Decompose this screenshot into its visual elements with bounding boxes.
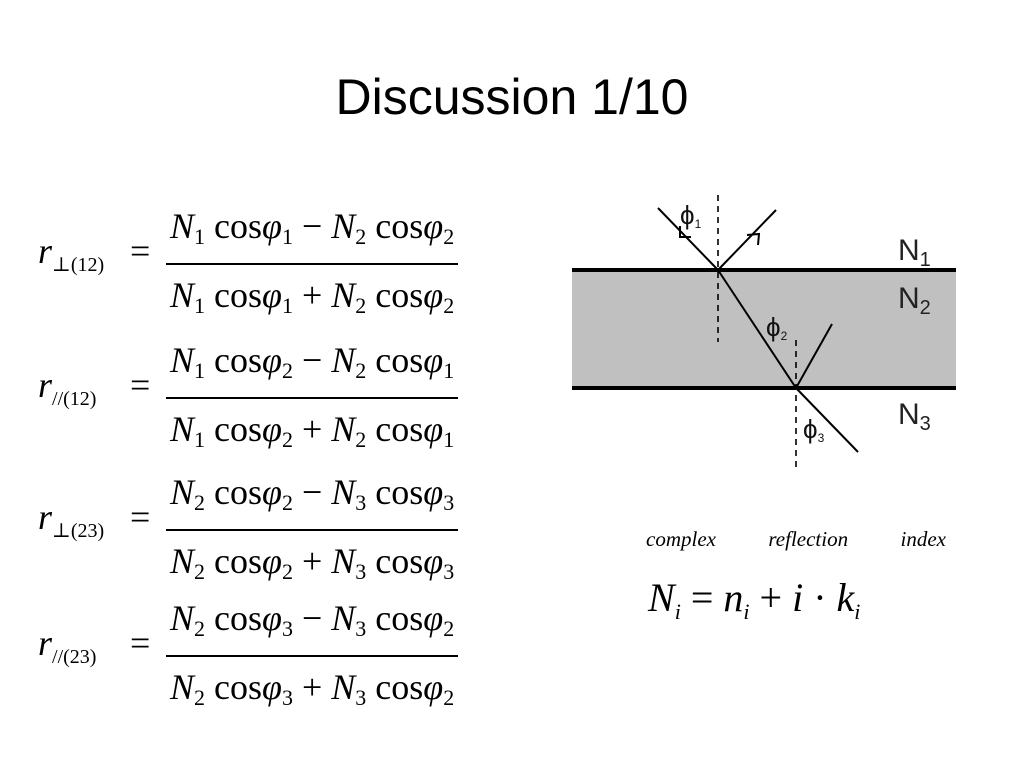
numerator: N2 cosφ2 − N3 cosφ3 (170, 472, 455, 515)
equation-lhs: r//(12) (38, 365, 97, 410)
numerator: N1 cosφ2 − N2 cosφ1 (170, 340, 455, 383)
numerator: N2 cosφ3 − N3 cosφ2 (170, 598, 455, 641)
label-word-index: index (900, 527, 946, 551)
label-word-complex: complex (646, 527, 716, 551)
equals-sign: = (130, 623, 151, 663)
equation-lhs: r⊥(12) (38, 231, 105, 276)
refracted-ray (717, 269, 797, 389)
complex-index-label: complex reflection index (646, 527, 946, 552)
reflected-arrowhead (746, 232, 761, 246)
equals-sign: = (130, 365, 151, 405)
angle-phi-1: ϕ1 (680, 200, 702, 231)
equals-sign: = (130, 497, 151, 537)
denominator: N1 cosφ2 + N2 cosφ1 (166, 397, 459, 466)
medium-label-n2: N2 (898, 282, 931, 319)
medium-label-n3: N3 (898, 398, 931, 435)
transmitted-ray (795, 387, 859, 453)
denominator: N1 cosφ1 + N2 cosφ2 (166, 263, 459, 332)
denominator: N2 cosφ2 + N3 cosφ3 (166, 529, 459, 598)
film-layer (572, 270, 956, 388)
slide-title: Discussion 1/10 (335, 69, 689, 125)
fraction: N2 cosφ2 − N3 cosφ3 N2 cosφ2 + N3 cosφ3 (166, 466, 459, 598)
denominator: N2 cosφ3 + N3 cosφ2 (166, 655, 459, 724)
fraction: N1 cosφ2 − N2 cosφ1 N1 cosφ2 + N2 cosφ1 (166, 334, 459, 466)
complex-index-equation: Ni = ni + i · ki (648, 575, 861, 624)
ray-diagram-svg (572, 195, 956, 472)
equation-lhs: r⊥(23) (38, 497, 105, 542)
incident-arrowhead (679, 226, 691, 238)
equation-lhs: r//(23) (38, 623, 97, 668)
fraction: N1 cosφ1 − N2 cosφ2 N1 cosφ1 + N2 cosφ2 (166, 200, 459, 332)
label-word-reflection: reflection (768, 527, 849, 551)
thin-film-diagram: ϕ1 ϕ2 ϕ3 N1 N2 N3 (570, 190, 960, 480)
numerator: N1 cosφ1 − N2 cosφ2 (170, 206, 455, 249)
equals-sign: = (130, 231, 151, 271)
incident-ray (657, 207, 719, 271)
angle-phi-3: ϕ3 (803, 414, 825, 445)
fraction: N2 cosφ3 − N3 cosφ2 N2 cosφ3 + N3 cosφ2 (166, 592, 459, 724)
internal-reflected-ray (795, 323, 833, 389)
angle-phi-2: ϕ2 (766, 312, 788, 343)
reflected-ray (717, 209, 777, 271)
medium-label-n1: N1 (898, 234, 931, 271)
